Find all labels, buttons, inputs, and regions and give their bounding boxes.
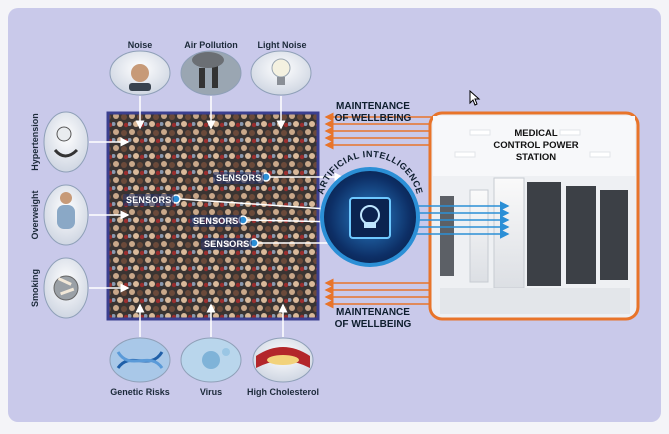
noise-bubble bbox=[109, 50, 171, 96]
label-high-cholesterol: High Cholesterol bbox=[246, 387, 319, 397]
ai-to-station-arrows bbox=[410, 201, 510, 239]
label-hypertension: Hypertension bbox=[30, 113, 40, 171]
high-cholesterol-bubble bbox=[252, 337, 314, 383]
station-line: CONTROL POWER bbox=[493, 140, 579, 151]
maintenance-line: MAINTENANCE bbox=[336, 101, 410, 112]
air-pollution-bubble bbox=[180, 50, 242, 96]
station-line: MEDICAL bbox=[514, 128, 558, 139]
label-virus: Virus bbox=[199, 387, 223, 397]
station-line: STATION bbox=[515, 152, 557, 163]
station-label: MEDICAL CONTROL POWER STATION bbox=[490, 128, 582, 164]
maintenance-arrows-bottom bbox=[324, 278, 432, 309]
label-smoking: Smoking bbox=[30, 269, 40, 308]
cursor-icon bbox=[469, 90, 481, 106]
overweight-bubble bbox=[43, 184, 89, 246]
sensors-label: SENSORS bbox=[190, 215, 242, 227]
medical-station-image bbox=[428, 111, 640, 321]
label-air-pollution: Air Pollution bbox=[184, 40, 238, 50]
maintenance-line: OF WELLBEING bbox=[334, 113, 412, 124]
label-genetic-risks: Genetic Risks bbox=[110, 387, 170, 397]
genetic-risks-bubble bbox=[109, 337, 171, 383]
sensors-label: SENSORS bbox=[123, 194, 175, 206]
sensors-label: SENSORS bbox=[201, 238, 253, 250]
sensor-arrow bbox=[179, 198, 344, 214]
maintenance-label-top: MAINTENANCE OF WELLBEING bbox=[330, 101, 416, 125]
light-noise-bubble bbox=[250, 50, 312, 96]
ai-chip bbox=[320, 167, 420, 267]
maintenance-arrows-top bbox=[324, 112, 432, 150]
label-overweight: Overweight bbox=[30, 190, 40, 240]
smoking-bubble bbox=[43, 257, 89, 319]
maintenance-line: MAINTENANCE bbox=[336, 307, 410, 318]
virus-bubble bbox=[180, 337, 242, 383]
sensors-label: SENSORS bbox=[213, 172, 265, 184]
label-noise: Noise bbox=[127, 40, 153, 50]
maintenance-label-bottom: MAINTENANCE OF WELLBEING bbox=[330, 307, 416, 331]
maintenance-line: OF WELLBEING bbox=[334, 319, 412, 330]
input-arrows bbox=[89, 96, 288, 337]
hypertension-bubble bbox=[43, 111, 89, 173]
label-light-noise: Light Noise bbox=[257, 40, 307, 50]
